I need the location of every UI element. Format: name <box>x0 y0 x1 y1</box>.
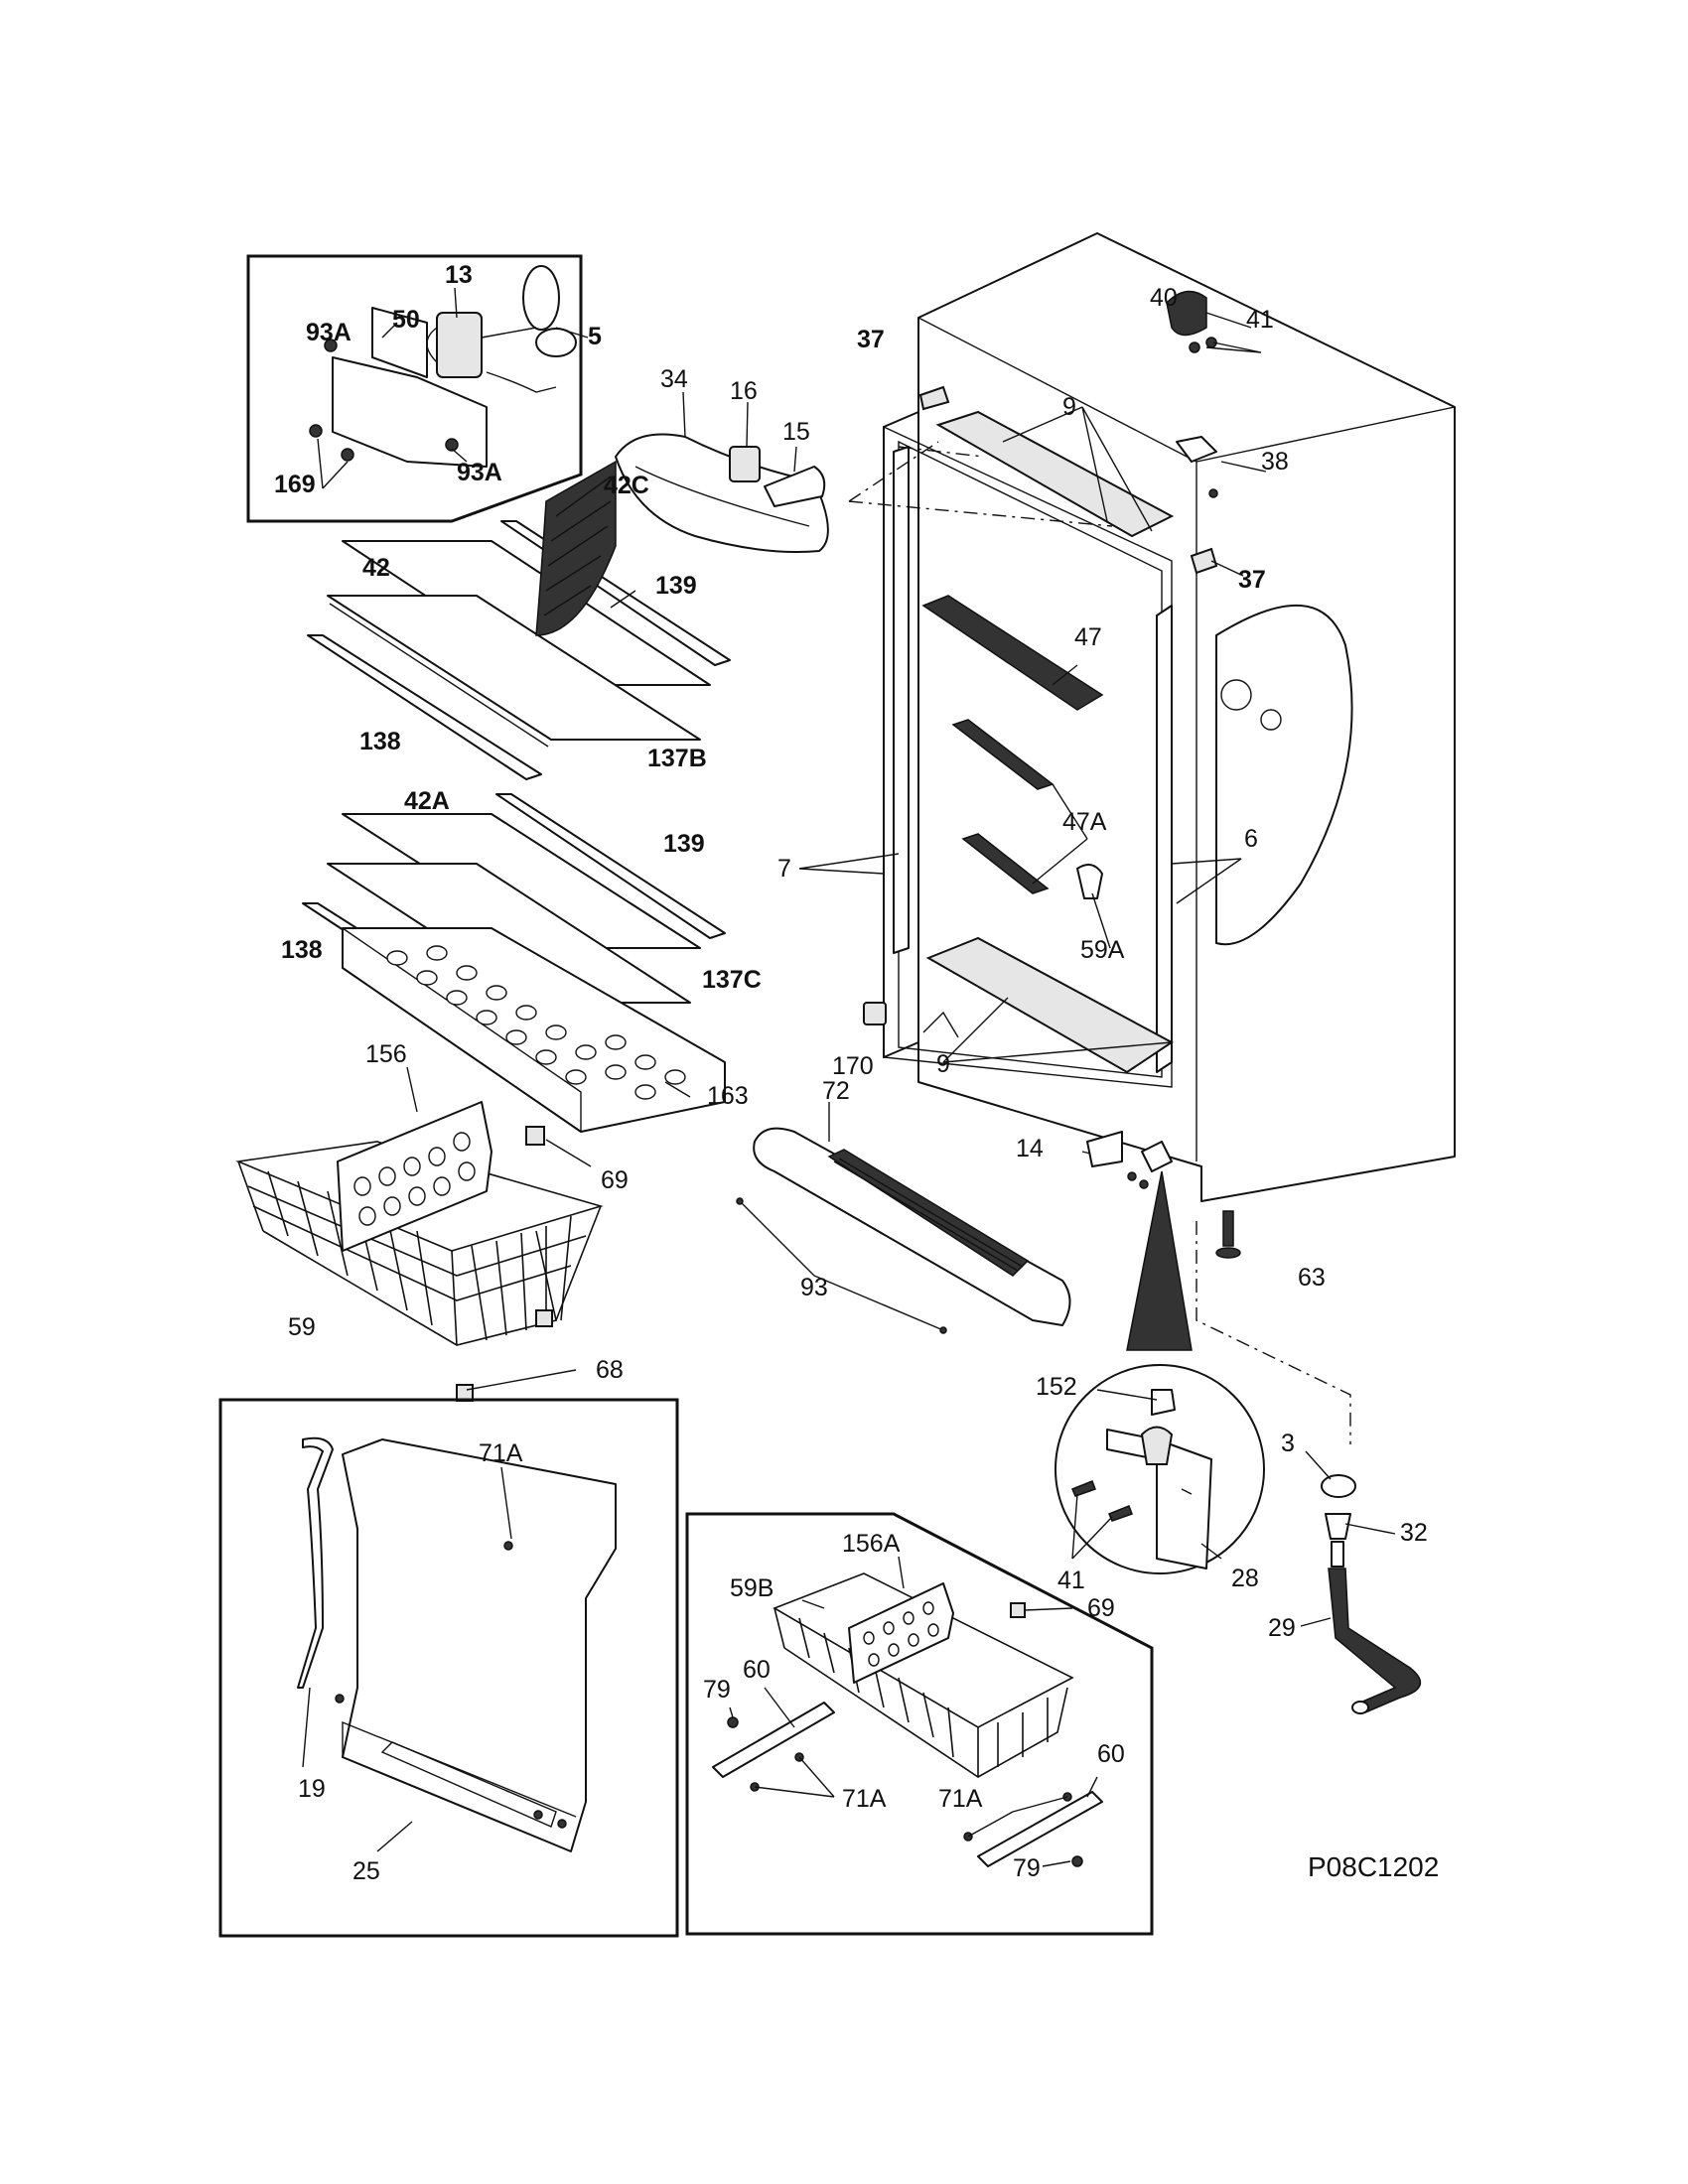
callout-50: 50 <box>392 306 420 334</box>
small-basket-inset <box>685 1512 1154 1936</box>
callout-59a: 59A <box>1080 936 1125 964</box>
divider-holes <box>353 1132 476 1226</box>
callout-41: 41 <box>1246 306 1274 334</box>
callout-37: 37 <box>1238 566 1266 594</box>
callout-9: 9 <box>1062 393 1076 421</box>
hinge-detail <box>1055 1170 1265 1574</box>
fan-motor-inset <box>246 254 589 523</box>
lower-shelf-assembly <box>302 793 726 1133</box>
callout-137c: 137C <box>702 966 762 994</box>
callout-41: 41 <box>1057 1567 1085 1594</box>
callout-93: 93 <box>800 1274 828 1301</box>
callout-47a: 47A <box>1062 808 1107 836</box>
wire-basket <box>235 1066 604 1402</box>
callout-59: 59 <box>288 1313 316 1341</box>
callout-14: 14 <box>1016 1135 1044 1162</box>
callout-79: 79 <box>703 1676 731 1704</box>
callout-138: 138 <box>281 936 323 964</box>
callout-40: 40 <box>1150 284 1178 312</box>
callout-71a: 71A <box>842 1785 887 1813</box>
callout-42c: 42C <box>604 472 649 499</box>
callout-69: 69 <box>1087 1594 1115 1622</box>
callout-34: 34 <box>660 365 688 393</box>
callout-138: 138 <box>359 728 401 755</box>
callout-38: 38 <box>1261 448 1289 476</box>
callout-152: 152 <box>1036 1373 1077 1401</box>
callout-42: 42 <box>362 554 390 582</box>
callout-60: 60 <box>1097 1740 1125 1768</box>
diagram-code: P08C1202 <box>1308 1851 1439 1882</box>
upper-shelf-assembly <box>307 460 731 780</box>
callout-71a: 71A <box>479 1439 523 1467</box>
callout-19: 19 <box>298 1775 326 1803</box>
callout-37: 37 <box>857 326 885 353</box>
liner-panel-inset <box>218 1398 679 1938</box>
callout-47: 47 <box>1074 623 1102 651</box>
kick-plate <box>736 1102 1071 1334</box>
callout-163: 163 <box>707 1082 749 1110</box>
pan-perforations <box>386 945 686 1100</box>
drain-assembly <box>1300 1450 1422 1714</box>
callout-169: 169 <box>274 471 316 498</box>
callout-13: 13 <box>445 261 473 289</box>
callout-137b: 137B <box>647 745 707 772</box>
callout-63: 63 <box>1298 1264 1326 1292</box>
callout-29: 29 <box>1268 1614 1296 1642</box>
callout-7: 7 <box>777 855 791 883</box>
callout-156a: 156A <box>842 1530 901 1558</box>
freezer-cabinet <box>798 232 1456 1444</box>
callout-25: 25 <box>352 1857 380 1885</box>
callout-59b: 59B <box>730 1574 774 1602</box>
callout-28: 28 <box>1231 1565 1259 1592</box>
callout-156: 156 <box>365 1040 407 1068</box>
callout-72: 72 <box>822 1077 850 1105</box>
callout-3: 3 <box>1281 1430 1295 1457</box>
light-assembly <box>615 391 829 553</box>
callout-16: 16 <box>730 377 758 405</box>
callout-68: 68 <box>596 1356 624 1384</box>
callout-9: 9 <box>936 1050 950 1078</box>
callout-170: 170 <box>832 1052 874 1080</box>
callout-139: 139 <box>663 830 705 858</box>
callout-79: 79 <box>1013 1854 1041 1882</box>
callout-6: 6 <box>1244 825 1258 853</box>
callout-15: 15 <box>782 418 810 446</box>
callout-139: 139 <box>655 572 697 600</box>
callout-93a: 93A <box>306 319 352 346</box>
callout-42a: 42A <box>404 787 450 815</box>
callout-60: 60 <box>743 1656 771 1684</box>
callout-32: 32 <box>1400 1519 1428 1547</box>
callout-5: 5 <box>588 323 602 350</box>
callout-71a: 71A <box>938 1785 983 1813</box>
callout-69: 69 <box>601 1166 629 1194</box>
callout-93a: 93A <box>457 459 502 486</box>
small-divider-holes <box>863 1601 939 1667</box>
